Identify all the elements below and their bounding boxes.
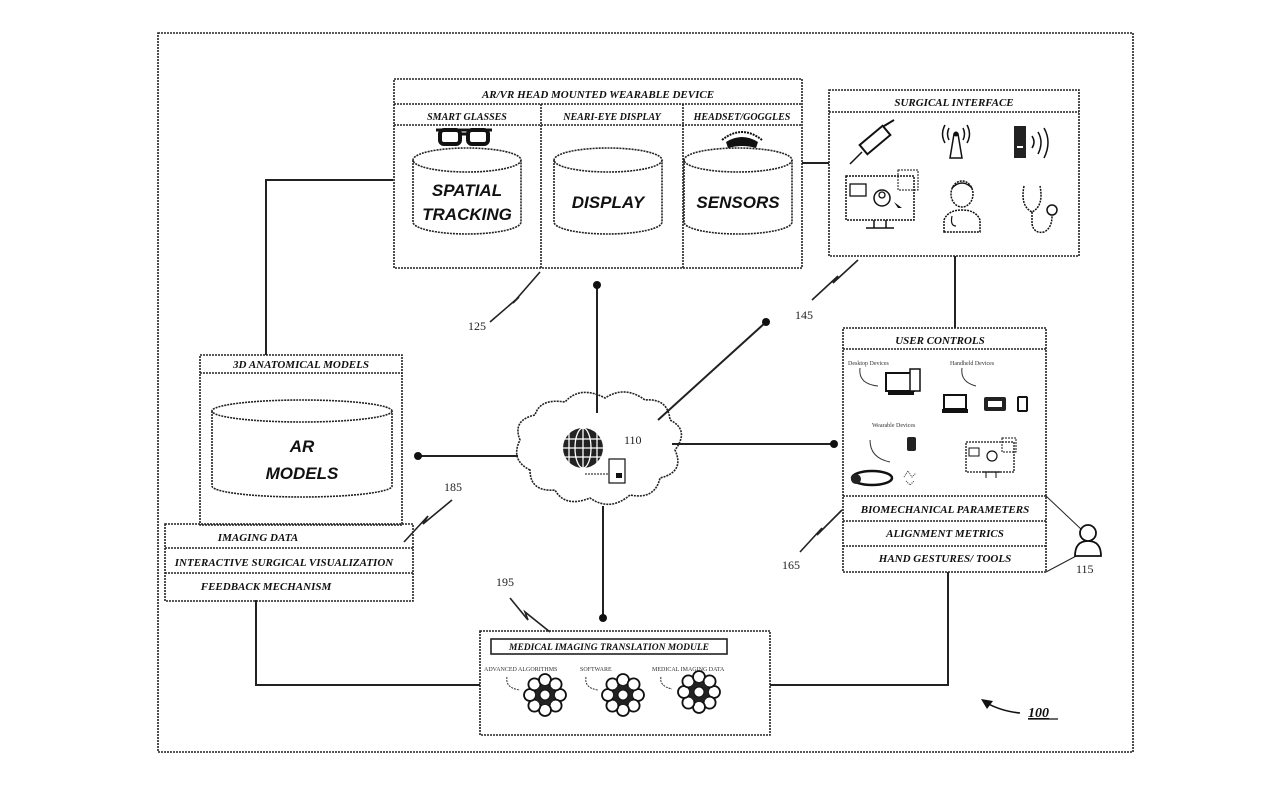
ref-125-leader: 125 (468, 271, 541, 333)
row-biomechanical-parameters: BIOMECHANICAL PARAMETERS (860, 504, 1029, 516)
connector-module-to-controls (770, 572, 949, 686)
monitor-user-icon (965, 437, 1017, 478)
display-db: DISPLAY (553, 147, 663, 235)
anatomical-models-title: 3D ANATOMICAL MODELS (232, 359, 369, 371)
db-label-models: MODELS (266, 464, 339, 483)
figure-label: 100 (981, 699, 1058, 721)
outer-frame (157, 32, 1134, 753)
spoke-left-dot (414, 452, 422, 460)
ref-125: 125 (468, 319, 486, 333)
wireless-device-icon (1014, 126, 1049, 159)
user-icon: 115 (1045, 495, 1102, 576)
node-core (617, 689, 629, 701)
node-petal (702, 674, 717, 689)
spoke-top-dot (593, 281, 601, 289)
group-label-wearable: Wearable Devices (872, 423, 916, 429)
db-label-sensors: SENSORS (696, 193, 780, 212)
spoke-right-dot (830, 440, 838, 448)
laptop-icon (942, 394, 968, 413)
connectors (255, 162, 956, 686)
item-label-medical-imaging-data: MEDICAL IMAGING DATA (652, 667, 725, 673)
anatomical-models-box: 3D ANATOMICAL MODELS AR MODELS IMAGING D… (164, 354, 414, 602)
antenna-icon (941, 124, 971, 159)
smartwatch-icon (907, 437, 916, 451)
ref-115: 115 (1076, 562, 1094, 576)
ref-165-leader: 165 (782, 509, 843, 572)
phone-icon (1017, 396, 1028, 412)
keypad-icon (984, 397, 1006, 411)
stethoscope-icon (1022, 185, 1058, 234)
spoke-top-right-dot (762, 318, 770, 326)
device-title: AR/VR HEAD MOUNTED WEARABLE DEVICE (481, 89, 714, 101)
connector-models-to-device (265, 179, 393, 355)
connector-feedback-to-module (255, 600, 480, 686)
db-label-display: DISPLAY (572, 193, 646, 212)
row-interactive-surgical-visualization: INTERACTIVE SURGICAL VISUALIZATION (174, 557, 394, 569)
software-node-icon (601, 673, 645, 717)
node-petal (626, 677, 641, 692)
headset-icon (721, 131, 763, 148)
spatial-tracking-db: SPATIAL TRACKING (412, 147, 522, 235)
ref-145: 145 (795, 308, 813, 322)
item-label-advanced-algorithms: ADVANCED ALGORITHMS (484, 667, 557, 673)
ref-195: 195 (496, 575, 514, 589)
translation-module-box: MEDICAL IMAGING TRANSLATION MODULE ADVAN… (479, 630, 771, 736)
desktop-icon (885, 368, 921, 395)
sensor-icon (903, 470, 917, 486)
col-header-smart-glasses: SMART GLASSES (427, 112, 507, 123)
col-header-near-eye-display: NEARI-EYE DISPLAY (562, 112, 661, 123)
item-label-software: SOFTWARE (580, 667, 612, 673)
syringe-icon (849, 119, 895, 165)
spoke-top-right (657, 321, 767, 421)
user-controls-title: USER CONTROLS (895, 335, 985, 347)
ref-165: 165 (782, 558, 800, 572)
group-label-desktop: Desktop Devices (848, 361, 889, 367)
user-controls-box: USER CONTROLS Desktop Devices Handheld D… (842, 327, 1047, 573)
node-petal (548, 677, 563, 692)
col-header-headset: HEADSET/GOGGLES (693, 112, 791, 123)
row-imaging-data: IMAGING DATA (217, 532, 298, 544)
ref-185: 185 (444, 480, 462, 494)
group-label-handheld: Handheld Devices (950, 361, 995, 367)
row-hand-gestures-tools: HAND GESTURES/ TOOLS (878, 553, 1011, 565)
imaging-data-node-icon (677, 670, 721, 714)
row-alignment-metrics: ALIGNMENT METRICS (885, 528, 1004, 540)
db-label-tracking: TRACKING (422, 205, 512, 224)
db-label-spatial: SPATIAL (432, 181, 502, 200)
doctor-icon (943, 180, 981, 233)
node-core (539, 689, 551, 701)
monitor-user-icon (845, 169, 919, 229)
ar-models-db: AR MODELS (211, 399, 393, 498)
figure-number: 100 (1028, 706, 1049, 721)
tablet-icon (585, 458, 626, 484)
spoke-bottom-dot (599, 614, 607, 622)
surgical-interface-box: SURGICAL INTERFACE (828, 89, 1080, 257)
ref-110: 110 (624, 433, 642, 447)
ref-195-leader: 195 (496, 575, 551, 633)
network-cloud: 110 (515, 391, 683, 506)
ar-vr-device-box: AR/VR HEAD MOUNTED WEARABLE DEVICE SMART… (393, 78, 803, 269)
node-core (693, 686, 705, 698)
glasses-icon (436, 128, 492, 146)
sensors-db: SENSORS (683, 147, 793, 235)
db-label-ar: AR (289, 437, 315, 456)
row-feedback-mechanism: FEEDBACK MECHANISM (200, 581, 333, 593)
surgical-interface-title: SURGICAL INTERFACE (894, 97, 1013, 109)
globe-icon (563, 427, 603, 469)
module-title: MEDICAL IMAGING TRANSLATION MODULE (508, 643, 709, 653)
ref-185-leader: 185 (403, 480, 462, 543)
wristband-icon (850, 469, 894, 487)
ref-145-leader: 145 (795, 259, 859, 322)
algorithm-node-icon (523, 673, 567, 717)
